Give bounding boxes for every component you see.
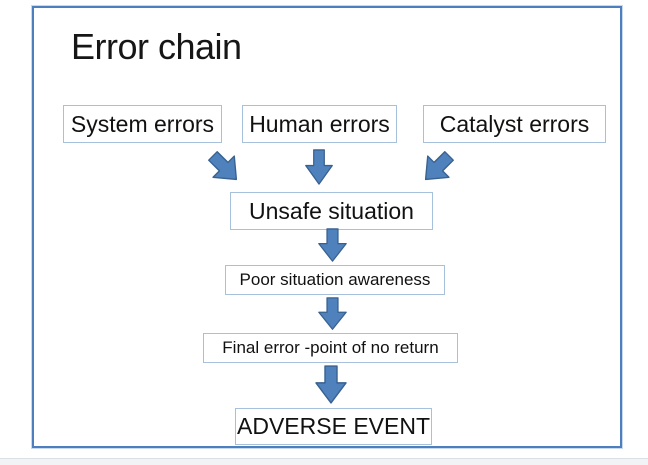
- box-poor-situation-awareness-label: Poor situation awareness: [239, 270, 431, 289]
- down-arrow-icon: [314, 365, 348, 405]
- page-title: Error chain: [71, 26, 242, 67]
- bottom-edge-strip: [0, 458, 648, 465]
- box-unsafe-situation-label: Unsafe situation: [249, 197, 414, 224]
- box-system-errors: System errors: [63, 105, 222, 143]
- box-catalyst-errors-label: Catalyst errors: [439, 110, 590, 137]
- box-final-error: Final error -point of no return: [203, 333, 458, 363]
- box-human-errors: Human errors: [242, 105, 397, 143]
- box-catalyst-errors: Catalyst errors: [423, 105, 606, 143]
- down-right-arrow-icon: [200, 143, 249, 192]
- down-arrow-icon: [317, 297, 348, 331]
- down-arrow-icon: [317, 228, 348, 263]
- box-poor-situation-awareness: Poor situation awareness: [225, 265, 445, 295]
- box-adverse-event: ADVERSE EVENT: [235, 408, 432, 445]
- down-left-arrow-icon: [412, 143, 461, 192]
- box-final-error-label: Final error -point of no return: [222, 338, 439, 357]
- box-human-errors-label: Human errors: [249, 110, 390, 137]
- box-adverse-event-label: ADVERSE EVENT: [237, 413, 430, 439]
- down-arrow-icon: [304, 149, 334, 186]
- box-system-errors-label: System errors: [70, 110, 215, 137]
- box-unsafe-situation: Unsafe situation: [230, 192, 433, 230]
